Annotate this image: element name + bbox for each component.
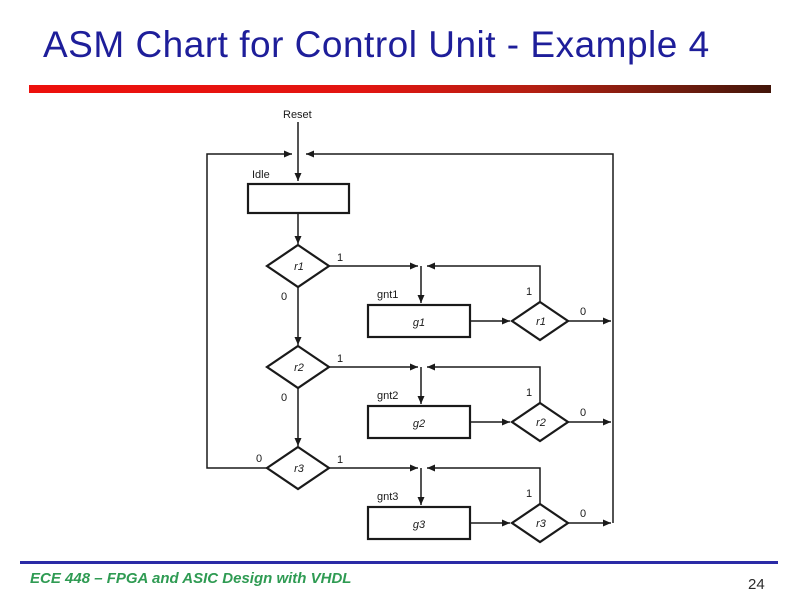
- r3-request-label: r3: [294, 463, 305, 475]
- gnt1-signal-label: gnt1: [377, 289, 398, 301]
- g1-hold-loop: [427, 262, 541, 302]
- r2-false-branch-label: 0: [281, 392, 287, 404]
- g3-state-label: g3: [413, 519, 426, 531]
- r3-hold-label: r3: [536, 518, 547, 530]
- r1-hold-false-label: 0: [580, 306, 586, 318]
- footer-divider: [20, 561, 778, 564]
- r1-hold-true-label: 1: [526, 286, 532, 298]
- g3-hold-loop: [427, 464, 541, 504]
- idle-label: Idle: [252, 169, 270, 181]
- title-accent-line: [29, 85, 771, 93]
- reset-label: Reset: [283, 109, 312, 121]
- r3-true-branch-label: 1: [337, 454, 343, 466]
- r3-false-branch-label: 0: [256, 453, 262, 465]
- r1-request-label: r1: [294, 261, 304, 273]
- r3-hold-false-label: 0: [580, 508, 586, 520]
- r2-true-branch-label: 1: [337, 353, 343, 365]
- r2-request-label: r2: [294, 362, 304, 374]
- return-loop-left: [206, 150, 292, 469]
- decision-r1-hold: [510, 300, 570, 342]
- idle-state-box: [246, 182, 351, 215]
- g1-state-label: g1: [413, 317, 425, 329]
- page-title: ASM Chart for Control Unit - Example 4: [43, 24, 710, 65]
- decision-r3-hold: [510, 502, 570, 544]
- page-number: 24: [748, 576, 765, 593]
- g2-hold-loop: [427, 363, 541, 403]
- return-loop-right: [306, 150, 614, 523]
- g2-state-label: g2: [413, 418, 425, 430]
- r2-hold-false-label: 0: [580, 407, 586, 419]
- state-box-g2: [366, 404, 472, 440]
- gnt3-signal-label: gnt3: [377, 491, 398, 503]
- gnt2-signal-label: gnt2: [377, 390, 398, 402]
- r1-true-branch-label: 1: [337, 252, 343, 264]
- r1-false-branch-label: 0: [281, 291, 287, 303]
- r2-hold-true-label: 1: [526, 387, 532, 399]
- decision-r2-hold: [510, 401, 570, 443]
- footer-course-title: ECE 448 – FPGA and ASIC Design with VHDL: [30, 570, 352, 587]
- r3-hold-true-label: 1: [526, 488, 532, 500]
- decision-r3-request: [265, 445, 331, 491]
- r2-hold-label: r2: [536, 417, 546, 429]
- r1-hold-label: r1: [536, 316, 546, 328]
